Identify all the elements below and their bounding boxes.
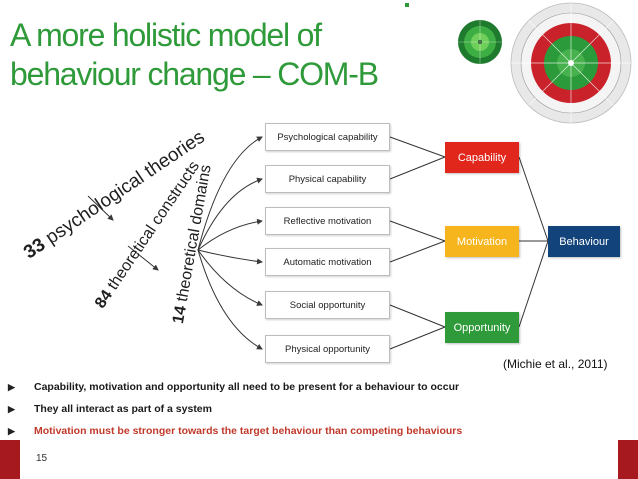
- page-number: 15: [36, 453, 48, 464]
- component-social-opportunity: Social opportunity: [265, 291, 390, 319]
- footer-white-panel: [20, 440, 618, 479]
- citation: (Michie et al., 2011): [503, 357, 608, 371]
- bullet-item: ▶ Motivation must be stronger towards th…: [6, 420, 626, 442]
- behaviour-change-wheel-thumbnail-icon: [510, 2, 632, 124]
- bullet-text: They all interact as part of a system: [34, 403, 212, 415]
- slide-title: A more holistic model of behaviour chang…: [10, 16, 410, 94]
- title-line-1: A more holistic model of: [10, 17, 322, 53]
- bullet-list: ▶ Capability, motivation and opportunity…: [6, 376, 626, 442]
- logo-mark-icon: [405, 3, 409, 7]
- source-opportunity: Opportunity: [445, 312, 519, 343]
- bullet-arrow-icon: ▶: [8, 403, 15, 414]
- bullet-text: Capability, motivation and opportunity a…: [34, 381, 460, 393]
- component-physical-capability: Physical capability: [265, 165, 390, 193]
- source-to-behaviour-connectors: [518, 156, 549, 328]
- small-wheel-thumbnail-icon: [458, 20, 502, 64]
- footer-bar: 15: [0, 440, 638, 479]
- component-to-source-connectors: [389, 136, 446, 350]
- fan-arrows: [197, 136, 263, 350]
- bullet-text: Motivation must be stronger towards the …: [34, 425, 463, 437]
- source-capability: Capability: [445, 142, 519, 173]
- bullet-item: ▶ Capability, motivation and opportunity…: [6, 376, 626, 398]
- component-psychological-capability: Psychological capability: [265, 123, 390, 151]
- domains-count: 14: [170, 304, 190, 325]
- arrow-theories-to-constructs: [87, 195, 114, 221]
- title-line-2: behaviour change – COM-B: [10, 56, 379, 92]
- source-motivation: Motivation: [445, 226, 519, 257]
- arrow-constructs-to-domains: [127, 245, 159, 271]
- bullet-arrow-icon: ▶: [8, 381, 15, 392]
- component-automatic-motivation: Automatic motivation: [265, 248, 390, 276]
- bullet-arrow-icon: ▶: [8, 425, 15, 436]
- bullet-item: ▶ They all interact as part of a system: [6, 398, 626, 420]
- behaviour-box: Behaviour: [548, 226, 620, 257]
- component-reflective-motivation: Reflective motivation: [265, 207, 390, 235]
- component-physical-opportunity: Physical opportunity: [265, 335, 390, 363]
